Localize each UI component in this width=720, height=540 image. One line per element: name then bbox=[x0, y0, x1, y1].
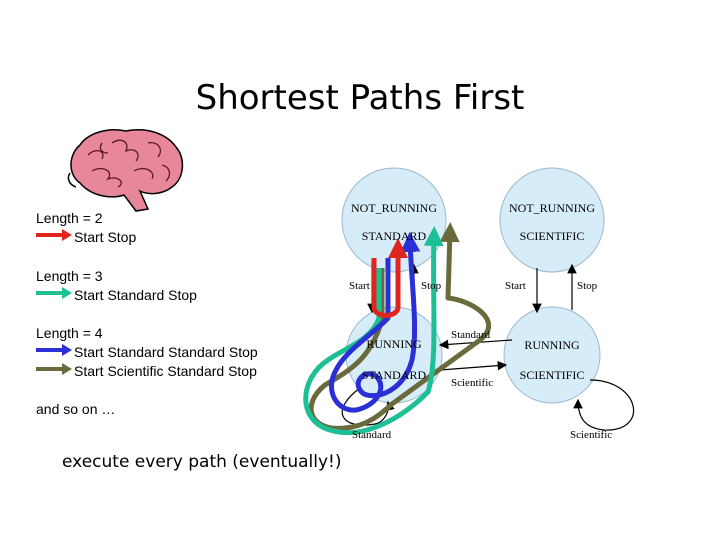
path-olive bbox=[308, 222, 491, 431]
legend-length-3-label: Length = 3 bbox=[36, 268, 103, 284]
path-teal bbox=[303, 226, 444, 436]
legend-path-scientific-standard: Start Scientific Standard Stop bbox=[74, 363, 257, 379]
teal-arrow-icon bbox=[36, 287, 72, 299]
left-stop-label: Stop bbox=[421, 280, 442, 292]
legend-path-start-stop: Start Stop bbox=[74, 229, 137, 245]
self-loop-scientific bbox=[573, 379, 635, 431]
right-top-state-line1: NOT_RUNNING bbox=[509, 201, 595, 215]
cross-standard-label: Standard bbox=[451, 329, 491, 341]
left-bottom-state-line1: RUNNING bbox=[366, 337, 422, 351]
state-not-running-scientific bbox=[499, 167, 605, 273]
right-start-label: Start bbox=[505, 280, 526, 292]
state-running-scientific bbox=[503, 306, 601, 404]
self-loop-standard-label: Standard bbox=[352, 429, 392, 441]
legend-path-standard-standard: Start Standard Standard Stop bbox=[74, 344, 258, 360]
left-top-state-line1: NOT_RUNNING bbox=[351, 201, 437, 215]
right-bottom-state-line1: RUNNING bbox=[524, 338, 580, 352]
left-top-state-line2: STANDARD bbox=[362, 229, 427, 243]
state-not-running-standard bbox=[341, 167, 447, 273]
transition-cross-scientific bbox=[439, 360, 508, 371]
legend-length-4-label: Length = 4 bbox=[36, 325, 103, 341]
and-so-on-label: and so on … bbox=[36, 401, 116, 417]
red-arrow-icon bbox=[36, 229, 72, 241]
blue-arrow-icon bbox=[36, 344, 72, 356]
self-loop-scientific-label: Scientific bbox=[570, 429, 612, 441]
legend-path-start-standard-stop: Start Standard Stop bbox=[74, 287, 197, 303]
path-blue bbox=[329, 232, 421, 413]
bottom-note: execute every path (eventually!) bbox=[62, 452, 342, 472]
right-stop-label: Stop bbox=[577, 280, 598, 292]
right-top-state-line2: SCIENTIFIC bbox=[520, 229, 585, 243]
cross-scientific-label: Scientific bbox=[451, 377, 493, 389]
left-bottom-state-line2: STANDARD bbox=[362, 368, 427, 382]
right-bottom-state-line2: SCIENTIFIC bbox=[520, 368, 585, 382]
legend-length-2-label: Length = 2 bbox=[36, 210, 103, 226]
slide-title: Shortest Paths First bbox=[195, 78, 525, 118]
brain-icon bbox=[67, 129, 184, 212]
path-red bbox=[371, 238, 408, 318]
left-start-label: Start bbox=[349, 280, 370, 292]
olive-arrow-icon bbox=[36, 363, 72, 375]
